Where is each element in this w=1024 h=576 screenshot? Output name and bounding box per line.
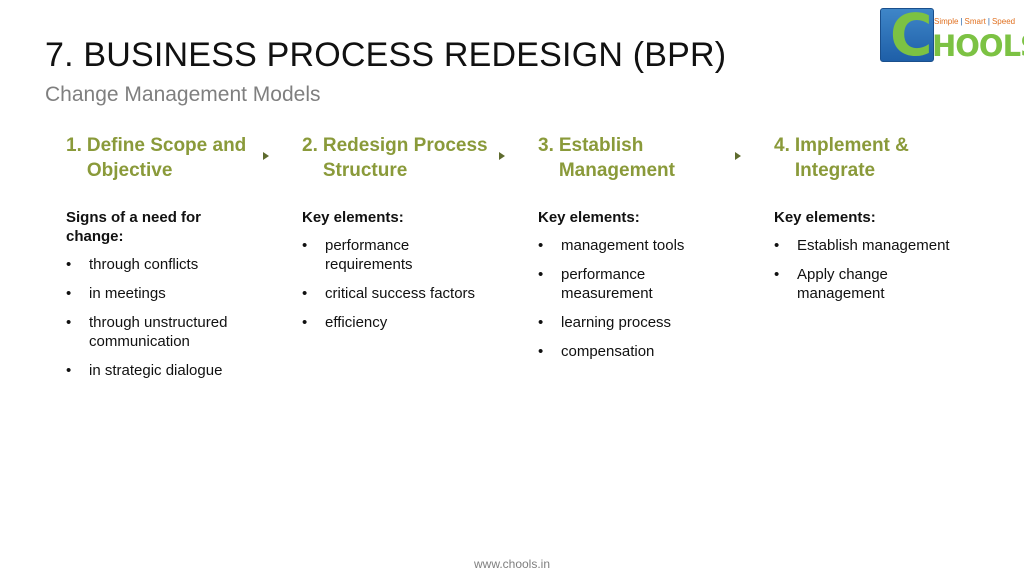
- step-4-header: 4. Implement & Integrate: [774, 133, 974, 183]
- list-item: •critical success factors: [302, 285, 476, 302]
- arrow-icon: [263, 152, 269, 160]
- logo-tagline-simple: Simple: [934, 17, 959, 26]
- list-item: •Establish management: [774, 237, 950, 254]
- step-1-list: •through conflicts •in meetings •through…: [66, 255, 256, 380]
- step-4-heading: Key elements:: [774, 209, 876, 226]
- list-item: •management tools: [538, 237, 685, 254]
- list-item: •in strategic dialogue: [66, 362, 223, 379]
- list-item: •performance requirements: [302, 237, 413, 273]
- step-3-heading: Key elements:: [538, 209, 640, 226]
- step-3-body: Key elements: •management tools •perform…: [538, 208, 738, 371]
- step-3-list: •management tools •performance measureme…: [538, 236, 738, 361]
- logo-tagline: Simple|Smart|Speed: [934, 17, 1016, 26]
- step-2-title: Redesign Process Structure: [322, 135, 488, 181]
- list-item: •performance measurement: [538, 266, 653, 302]
- step-2-number: 2.: [302, 135, 318, 156]
- step-3-title: Establish Management: [558, 135, 675, 181]
- list-item: •through conflicts: [66, 256, 199, 273]
- step-4-body: Key elements: •Establish management •App…: [774, 208, 974, 313]
- step-2-heading: Key elements:: [302, 209, 404, 226]
- logo-word: HOOLS: [932, 29, 1024, 63]
- chools-logo: C Simple|Smart|Speed HOOLS: [880, 1, 1024, 69]
- step-3-header: 3. Establish Management: [538, 133, 738, 183]
- list-item: •efficiency: [302, 314, 388, 331]
- step-3-number: 3.: [538, 135, 554, 156]
- footer-url: www.chools.in: [473, 557, 551, 571]
- slide-title: 7. BUSINESS PROCESS REDESIGN (BPR): [45, 36, 727, 74]
- step-2-list: •performance requirements •critical succ…: [302, 236, 502, 332]
- list-item: •through unstructured communication: [66, 314, 228, 350]
- list-item: •learning process: [538, 314, 672, 331]
- step-1-heading: Signs of a need for change:: [66, 209, 202, 245]
- step-2-body: Key elements: •performance requirements …: [302, 208, 502, 342]
- step-1-number: 1.: [66, 135, 82, 156]
- list-item: •Apply change management: [774, 266, 888, 302]
- step-2-header: 2. Redesign Process Structure: [302, 133, 502, 183]
- logo-block: [880, 8, 934, 62]
- step-1-title: Define Scope and Objective: [86, 135, 247, 181]
- step-4-title: Implement & Integrate: [794, 135, 909, 181]
- arrow-icon: [499, 152, 505, 160]
- logo-tagline-smart: Smart: [964, 17, 986, 26]
- step-4-list: •Establish management •Apply change mana…: [774, 236, 974, 303]
- step-1-header: 1. Define Scope and Objective: [66, 133, 266, 183]
- logo-tagline-speed: Speed: [991, 17, 1016, 26]
- step-4-number: 4.: [774, 135, 790, 156]
- list-item: •in meetings: [66, 285, 166, 302]
- list-item: •compensation: [538, 343, 655, 360]
- slide-subtitle: Change Management Models: [45, 83, 321, 106]
- step-1-body: Signs of a need for change: •through con…: [66, 208, 256, 390]
- arrow-icon: [735, 152, 741, 160]
- logo-letter: C: [890, 1, 933, 69]
